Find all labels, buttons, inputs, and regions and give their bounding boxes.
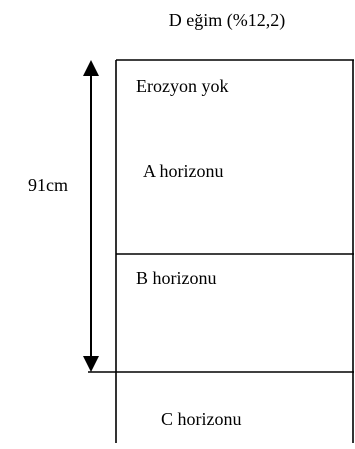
slope-title: D eğim (%12,2) bbox=[169, 10, 285, 31]
depth-arrow-bottom-head bbox=[83, 356, 99, 372]
b-horizon-label: B horizonu bbox=[136, 268, 217, 288]
depth-arrow-top-head bbox=[83, 60, 99, 76]
erosion-note: Erozyon yok bbox=[136, 76, 228, 96]
a-horizon-label: A horizonu bbox=[143, 161, 224, 181]
depth-label: 91cm bbox=[28, 175, 68, 195]
c-horizon-label: C horizonu bbox=[161, 409, 242, 429]
